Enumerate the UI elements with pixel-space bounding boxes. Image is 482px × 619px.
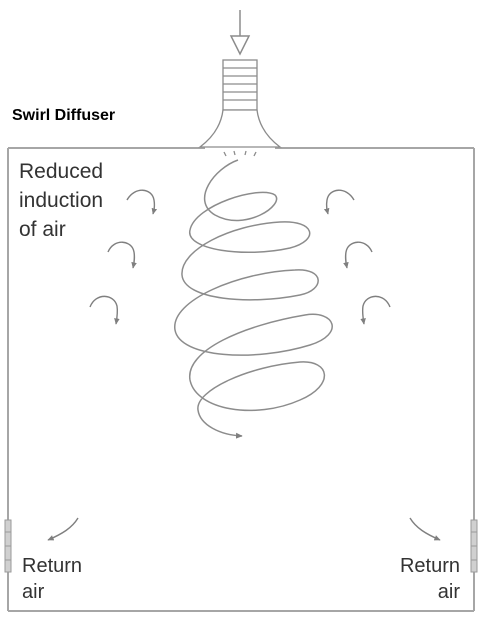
- induction-arrow-left-1: [126, 189, 158, 215]
- return-vent-right: [470, 519, 478, 573]
- induction-arrow-right-2: [343, 241, 373, 269]
- induction-label: Reduced induction of air: [19, 157, 149, 244]
- swirl-diffuser-unit: [198, 59, 282, 157]
- return-vent-left: [4, 519, 12, 573]
- induction-label-line-1: Reduced: [19, 160, 104, 183]
- induction-arrow-right-1: [323, 189, 355, 215]
- return-air-label-right: Return air: [400, 553, 460, 605]
- return-left-line-1: Return: [22, 555, 83, 577]
- induction-label-line-2: induction: [19, 189, 104, 212]
- diagram-title: Swirl Diffuser: [12, 107, 116, 124]
- induction-label-line-3: of air: [19, 218, 66, 241]
- return-right-line-2: air: [437, 581, 460, 603]
- return-right-line-1: Return: [399, 555, 460, 577]
- return-air-label-left: Return air: [22, 553, 82, 605]
- swirl-airflow-spiral: [174, 159, 333, 439]
- induction-arrow-right-3: [360, 295, 391, 325]
- return-air-arrow-left: [47, 517, 79, 541]
- return-left-line-2: air: [22, 581, 45, 603]
- induction-arrow-left-3: [89, 295, 120, 325]
- supply-air-arrow: [229, 10, 251, 56]
- induction-arrow-left-2: [107, 241, 137, 269]
- return-air-arrow-right: [409, 517, 441, 541]
